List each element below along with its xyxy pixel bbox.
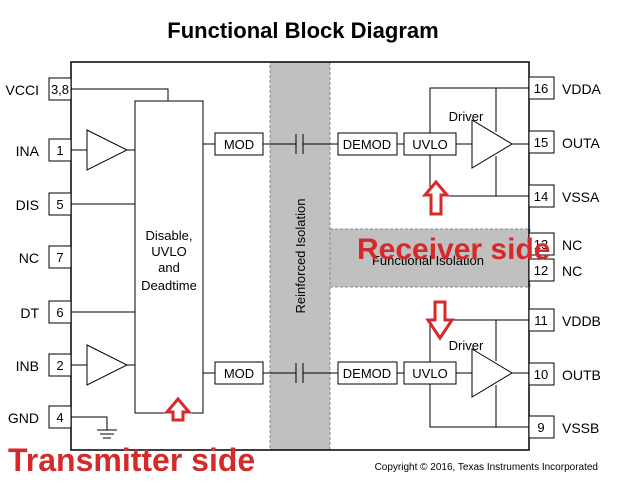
pin-label: OUTB — [562, 367, 601, 383]
pin-label: VSSB — [562, 420, 599, 436]
isolation-capacitor-a — [263, 134, 338, 154]
pin-number: 13 — [534, 237, 548, 252]
reinforced-isolation-band — [269, 61, 331, 451]
right-pin-vdda: 16 VDDA — [528, 76, 602, 100]
pin-label: DT — [20, 305, 39, 321]
pin-number: 16 — [534, 81, 548, 96]
driver-b-label: Driver — [449, 338, 484, 353]
pin-label: VDDA — [562, 81, 602, 97]
functional-isolation-band — [329, 228, 531, 288]
uvlo-b-label: UVLO — [412, 366, 447, 381]
transmitter-side-annotation: Transmitter side — [8, 442, 255, 478]
control-block-line-1: Disable, — [146, 228, 193, 243]
pin-number: 1 — [56, 143, 63, 158]
driver-a — [471, 119, 513, 169]
left-pin-dt: 6 DT — [20, 300, 72, 324]
pin-label: INA — [16, 143, 40, 159]
diagram-title: Functional Block Diagram — [167, 18, 438, 43]
pin-label: VDDB — [562, 313, 601, 329]
pin-number: 11 — [534, 313, 548, 328]
driver-b — [471, 348, 513, 398]
pin-number: 12 — [534, 263, 548, 278]
control-block-line-3: and — [158, 260, 180, 275]
left-wiring — [71, 88, 215, 439]
pin-number: 2 — [56, 358, 63, 373]
mod-a-label: MOD — [224, 137, 254, 152]
isolation-capacitor-b — [263, 363, 338, 383]
pin-number: 6 — [56, 305, 63, 320]
left-pin-vcci: 3,8 VCCI — [6, 77, 72, 101]
pin-number: 10 — [534, 367, 548, 382]
control-block — [134, 100, 204, 414]
right-pin-vddb: 11 VDDB — [528, 308, 601, 332]
functional-isolation-label: Functional Isolation — [372, 253, 484, 268]
control-block-line-2: UVLO — [151, 244, 186, 259]
pin-label: INB — [16, 358, 39, 374]
reinforced-isolation-label: Reinforced Isolation — [293, 199, 308, 314]
demod-b-label: DEMOD — [343, 366, 391, 381]
control-block-line-4: Deadtime — [141, 278, 197, 293]
right-pin-nc-13: 13 NC — [528, 232, 582, 256]
left-pin-ina: 1 INA — [16, 138, 72, 162]
pin-number: 3,8 — [51, 82, 69, 97]
right-pin-outb: 10 OUTB — [528, 362, 601, 386]
receiver-side-annotation: Receiver side — [357, 233, 550, 266]
right-pin-vssa: 14 VSSA — [528, 184, 600, 208]
demod-a-label: DEMOD — [343, 137, 391, 152]
pin-label: DIS — [16, 197, 39, 213]
right-pin-vssb: 9 VSSB — [528, 415, 599, 439]
arrow-down-icon — [425, 300, 455, 341]
mod-b-label: MOD — [224, 366, 254, 381]
pin-number: 9 — [537, 420, 544, 435]
input-buffer-b — [86, 344, 129, 386]
pin-number: 14 — [534, 189, 548, 204]
pin-label: NC — [562, 237, 582, 253]
right-pin-nc-12: 12 NC — [528, 258, 582, 282]
arrow-up-icon — [421, 179, 451, 216]
pin-number: 15 — [534, 135, 548, 150]
right-pin-outa: 15 OUTA — [528, 130, 601, 154]
left-pin-inb: 2 INB — [16, 353, 72, 377]
driver-a-label: Driver — [449, 109, 484, 124]
uvlo-a-label: UVLO — [412, 137, 447, 152]
right-wiring — [397, 87, 529, 428]
pin-number: 7 — [56, 250, 63, 265]
copyright-notice: Copyright © 2016, Texas Instruments Inco… — [375, 462, 598, 473]
pin-label: NC — [562, 263, 582, 279]
left-pin-nc: 7 NC — [19, 245, 72, 269]
input-buffer-a — [86, 129, 129, 171]
left-pin-gnd: 4 GND — [8, 405, 72, 429]
arrow-up-icon — [163, 396, 193, 422]
pin-number: 4 — [56, 410, 63, 425]
pin-label: OUTA — [562, 135, 601, 151]
left-pin-dis: 5 DIS — [16, 192, 72, 216]
pin-label: VCCI — [6, 82, 39, 98]
pin-label: GND — [8, 410, 39, 426]
pin-label: VSSA — [562, 189, 600, 205]
pin-label: NC — [19, 250, 39, 266]
pin-number: 5 — [56, 197, 63, 212]
